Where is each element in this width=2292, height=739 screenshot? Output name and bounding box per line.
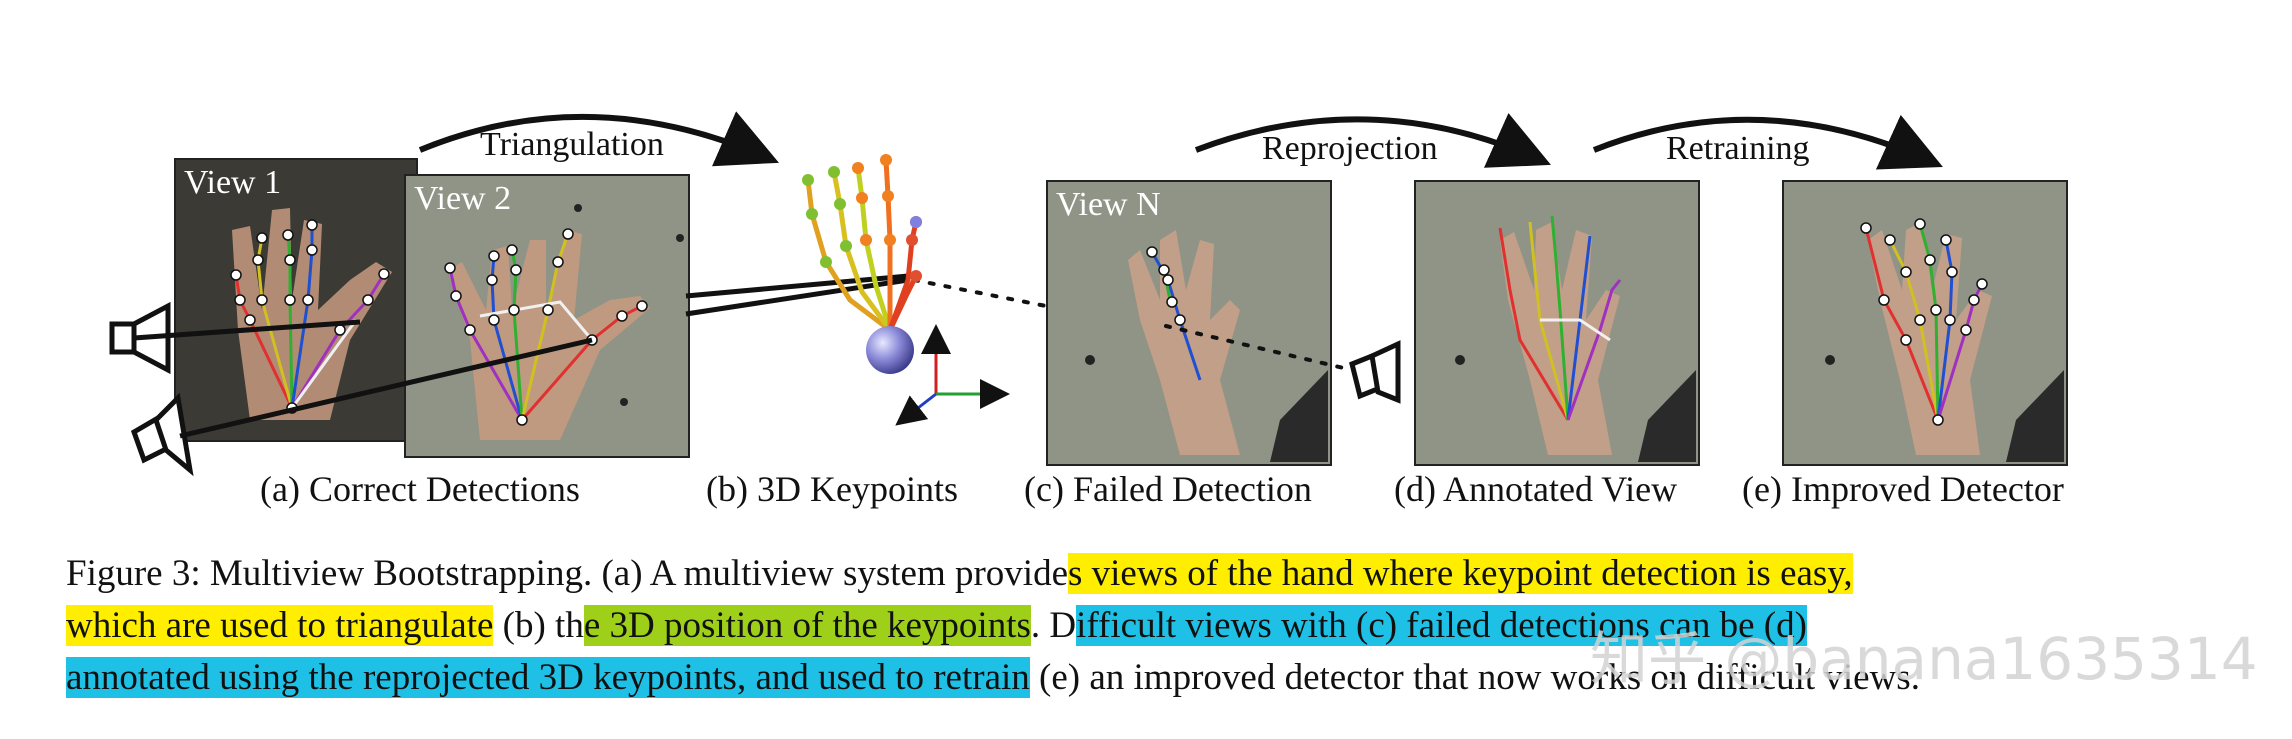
highlight-blue: ifficult views with (c) failed detection… [1076, 605, 1807, 646]
subcaption-c: (c) Failed Detection [1024, 469, 1312, 509]
figure-caption: Figure 3: Multiview Bootstrapping. (a) A… [66, 548, 2176, 704]
subcaption-e: (e) Improved Detector [1742, 469, 2064, 509]
caption-text: . D [1030, 605, 1077, 646]
watermark: 知乎 @banana1635314 [1590, 625, 2258, 693]
view-n-label: View N [1056, 186, 1161, 223]
hand-improved [1868, 222, 1992, 455]
reprojection-arrow [1194, 113, 1551, 168]
highlight-blue: annotated using the reprojected 3D keypo… [66, 657, 1030, 698]
subcaption-b: (b) 3D Keypoints [706, 469, 958, 509]
subcaption-d: (d) Annotated View [1394, 469, 1678, 509]
highlight-green: e 3D position of the keypoints [583, 605, 1031, 646]
hand-annotated [1500, 222, 1620, 455]
caption-text: (e) an improved detector that now works … [1029, 657, 1920, 698]
camera-icon-2 [130, 392, 194, 477]
caption-text: Figure 3: Multiview Bootstrapping. (a) A… [66, 553, 1068, 594]
subcaption-a: (a) Correct Detections [260, 469, 580, 509]
caption-line-1: Figure 3: Multiview Bootstrapping. (a) A… [66, 548, 2176, 600]
axes-icon [895, 324, 1010, 426]
caption-text: (b) th [493, 605, 584, 646]
triangulation-arrow [418, 111, 779, 167]
caption-line-2: which are used to triangulate (b) the 3D… [66, 600, 2176, 652]
retraining-arrow [1592, 114, 1943, 170]
view-1-label: View 1 [184, 164, 282, 201]
camera-icon-3 [1349, 340, 1401, 404]
hand-view2 [448, 230, 650, 440]
highlight-yellow: which are used to triangulate [66, 605, 494, 646]
reprojection-label: Reprojection [1262, 130, 1438, 167]
view-2-label: View 2 [414, 180, 512, 217]
caption-line-3: annotated using the reprojected 3D keypo… [66, 652, 2176, 704]
hand-viewN [1128, 230, 1240, 455]
highlight-yellow: s views of the hand where keypoint detec… [1068, 553, 1853, 594]
3d-keypoint-model [802, 154, 922, 374]
triangulation-label: Triangulation [480, 126, 664, 163]
retraining-label: Retraining [1666, 130, 1810, 167]
